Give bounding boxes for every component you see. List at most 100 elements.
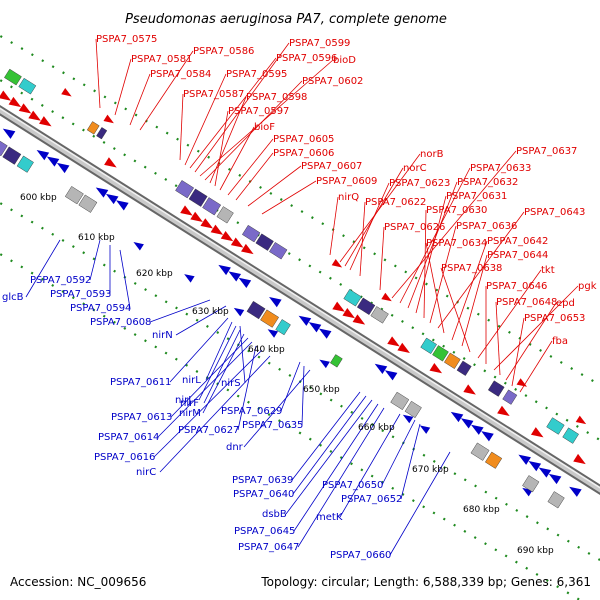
forward-cds-arrow [387, 336, 400, 347]
cds-function-block [470, 442, 490, 461]
forward-cds-arrow [210, 224, 224, 235]
label-leader-line [400, 423, 421, 500]
forward-gene-label: PSPA7_0632 [457, 177, 518, 188]
forward-gene-label: PSPA7_0605 [273, 134, 334, 145]
label-leader-line [349, 182, 390, 271]
label-leader-line [280, 361, 301, 412]
cds-function-block [216, 206, 234, 224]
cds-function-block [390, 391, 410, 411]
forward-gene-label: PSPA7_0633 [470, 163, 531, 174]
reverse-gene-label: PSPA7_0592 [30, 275, 91, 286]
label-leader-line [519, 340, 553, 393]
reverse-gene-label: PSPA7_0650 [322, 480, 383, 491]
reverse-gene-label: nirF [180, 398, 199, 409]
label-leader-line [407, 181, 458, 309]
reverse-gene-label: nirL [182, 375, 201, 386]
label-leader-line [119, 249, 131, 309]
forward-cds-arrow [0, 90, 12, 101]
reverse-gene-label: PSPA7_0639 [232, 475, 293, 486]
cds-function-block [0, 137, 8, 157]
reverse-cds-arrow [402, 414, 414, 424]
accession-text: Accession: NC_009656 [10, 575, 146, 589]
reverse-gene-label: nirJ [175, 395, 191, 406]
cds-function-block [255, 233, 274, 251]
forward-gene-label: bioF [254, 122, 275, 133]
label-leader-line [219, 126, 255, 191]
reverse-cds-arrow [471, 424, 484, 435]
label-leader-line [149, 299, 211, 323]
reverse-gene-label: PSPA7_0635 [242, 420, 303, 431]
outer-dotted-rings [0, 34, 600, 600]
forward-cds-arrow [331, 258, 343, 268]
label-leader-line [399, 167, 471, 304]
cds-function-block [444, 352, 461, 369]
label-leader-line [301, 365, 305, 426]
label-leader-line [285, 399, 373, 515]
reverse-gene-label: PSPA7_0640 [233, 489, 294, 500]
cds-function-block [4, 68, 22, 86]
reverse-cds-arrow [2, 128, 16, 139]
forward-gene-label: PSPA7_0584 [150, 69, 211, 80]
reverse-cds-arrow [95, 187, 109, 198]
label-leader-line [170, 337, 249, 418]
label-leader-line [415, 195, 447, 314]
label-leader-line [239, 325, 246, 384]
map-title: Pseudomonas aeruginosa PA7, complete gen… [125, 12, 447, 27]
forward-cds-arrow [220, 231, 234, 242]
reverse-cds-arrow [298, 315, 312, 326]
label-leader-line [199, 59, 334, 177]
cds-function-block [64, 186, 84, 205]
forward-cds-arrow [241, 243, 254, 255]
cds-function-block [502, 389, 518, 405]
label-leader-line [203, 329, 241, 404]
label-leader-line [237, 345, 257, 431]
reverse-gene-label: PSPA7_0614 [98, 432, 159, 443]
forward-cds-arrow [429, 363, 443, 374]
forward-cds-arrow [104, 157, 117, 168]
reverse-cds-arrow [228, 271, 242, 282]
label-leader-line [423, 209, 427, 319]
forward-gene-label: PSPA7_0622 [365, 197, 426, 208]
label-leader-line [493, 285, 579, 371]
reverse-gene-label: nirS [221, 378, 241, 389]
kbp-tick-label: 640 kbp [248, 345, 285, 355]
forward-cds-arrow [8, 96, 22, 108]
forward-gene-label: PSPA7_0587 [183, 89, 244, 100]
label-leader-line [505, 302, 557, 381]
reverse-cds-arrow [548, 473, 562, 485]
reverse-gene-label: dsbB [262, 509, 287, 520]
reverse-gene-label: glcB [2, 292, 24, 303]
label-leader-line [339, 413, 401, 518]
reverse-cds-arrow [36, 150, 50, 161]
label-leader-line [261, 180, 317, 215]
forward-cds-arrow [530, 427, 544, 438]
reverse-gene-label: PSPA7_0652 [341, 494, 402, 505]
label-leader-line [495, 301, 501, 376]
label-leader-line [389, 451, 451, 556]
cds-function-block [269, 242, 288, 260]
cds-function-block [16, 155, 34, 173]
reverse-cds-arrow [233, 307, 245, 317]
cds-function-block [96, 127, 108, 140]
reverse-gene-label: dnr [226, 442, 244, 453]
label-leader-line [227, 138, 274, 196]
forward-gene-label: tkt [541, 265, 555, 276]
kbp-tick-label: 620 kbp [136, 269, 173, 279]
label-leader-line [189, 57, 277, 169]
reverse-gene-label: PSPA7_0594 [70, 303, 131, 314]
forward-gene-label: PSPA7_0648 [496, 297, 557, 308]
forward-cds-arrow [200, 218, 214, 229]
reverse-cds-arrow [218, 264, 231, 276]
label-leader-line [437, 211, 525, 329]
forward-gene-label: PSPA7_0643 [524, 207, 585, 218]
label-leader-line [381, 419, 416, 486]
label-leader-lines [25, 38, 579, 556]
reverse-cds-arrow [569, 486, 582, 497]
label-leader-line [139, 50, 194, 131]
forward-gene-label: PSPA7_0634 [426, 238, 487, 249]
reverse-cds-arrow [308, 322, 322, 333]
reverse-gene-label: PSPA7_0616 [94, 452, 155, 463]
genome-backbone [0, 104, 600, 496]
